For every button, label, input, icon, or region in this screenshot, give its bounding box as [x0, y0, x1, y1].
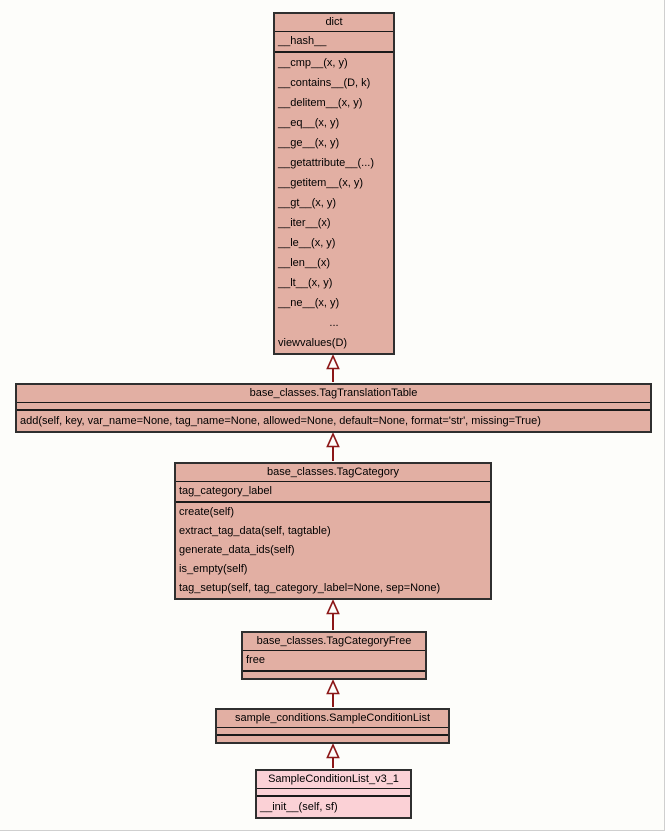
method: __ge__(x, y): [278, 137, 340, 149]
empty-attributes: [17, 403, 650, 409]
method: tag_setup(self, tag_category_label=None,…: [179, 582, 441, 594]
empty-methods: [217, 736, 448, 742]
methods-section: [243, 672, 425, 678]
method: __iter__(x): [278, 217, 331, 229]
method: __le__(x, y): [278, 237, 336, 249]
method: __len__(x): [278, 257, 330, 269]
class-box-tag-category[interactable]: base_classes.TagCategory tag_category_la…: [174, 462, 492, 600]
method: __eq__(x, y): [278, 117, 340, 129]
class-title-tag-category-free[interactable]: base_classes.TagCategoryFree: [243, 633, 425, 651]
method: __getitem__(x, y): [278, 177, 363, 189]
method: __delitem__(x, y): [278, 97, 363, 109]
attribute: free: [246, 654, 265, 666]
methods-section: __init__(self, sf): [257, 797, 410, 817]
class-title-tag-category[interactable]: base_classes.TagCategory: [176, 464, 490, 482]
inheritance-arrow: [326, 433, 340, 461]
class-title-tag-translation-table[interactable]: base_classes.TagTranslationTable: [17, 385, 650, 403]
method: create(self): [179, 506, 235, 518]
inheritance-arrow: [326, 355, 340, 382]
method: extract_tag_data(self, tagtable): [179, 525, 331, 537]
class-box-dict[interactable]: dict __hash__ __cmp__(x, y) __contains__…: [273, 12, 395, 355]
method: generate_data_ids(self): [179, 544, 295, 556]
class-title-dict[interactable]: dict: [275, 14, 393, 32]
methods-section: add(self, key, var_name=None, tag_name=N…: [17, 411, 650, 431]
methods-section: __cmp__(x, y) __contains__(D, k) __delit…: [275, 53, 393, 353]
attribute: __hash__: [278, 35, 327, 47]
method: __getattribute__(...): [278, 157, 375, 169]
inheritance-arrow: [326, 744, 340, 768]
class-title-sample-condition-list[interactable]: sample_conditions.SampleConditionList: [217, 710, 448, 728]
empty-attributes: [217, 728, 448, 734]
class-box-tag-translation-table[interactable]: base_classes.TagTranslationTable add(sel…: [15, 383, 652, 433]
inheritance-arrow: [326, 600, 340, 630]
empty-methods: [243, 672, 425, 678]
methods-ellipsis: ...: [329, 317, 339, 329]
class-box-sample-condition-list-v3-1[interactable]: SampleConditionList_v3_1 __init__(self, …: [255, 769, 412, 819]
methods-section: create(self) extract_tag_data(self, tagt…: [176, 503, 490, 598]
method: __contains__(D, k): [278, 77, 371, 89]
method: __lt__(x, y): [278, 277, 333, 289]
method: __cmp__(x, y): [278, 57, 348, 69]
method: __init__(self, sf): [260, 801, 338, 813]
class-box-sample-condition-list[interactable]: sample_conditions.SampleConditionList: [215, 708, 450, 744]
method: __ne__(x, y): [278, 297, 340, 309]
attributes-section: __hash__: [275, 32, 393, 53]
empty-attributes: [257, 789, 410, 795]
attribute: tag_category_label: [179, 485, 272, 497]
method: is_empty(self): [179, 563, 248, 575]
class-box-tag-category-free[interactable]: base_classes.TagCategoryFree free: [241, 631, 427, 680]
attributes-section: free: [243, 651, 425, 672]
attributes-section: [17, 403, 650, 411]
methods-section: [217, 736, 448, 742]
attributes-section: tag_category_label: [176, 482, 490, 503]
attributes-section: [217, 728, 448, 736]
method: add(self, key, var_name=None, tag_name=N…: [20, 415, 541, 427]
class-title-sample-condition-list-v3-1[interactable]: SampleConditionList_v3_1: [257, 771, 410, 789]
method: viewvalues(D): [278, 337, 348, 349]
inheritance-arrow: [326, 680, 340, 707]
method: __gt__(x, y): [278, 197, 337, 209]
attributes-section: [257, 789, 410, 797]
